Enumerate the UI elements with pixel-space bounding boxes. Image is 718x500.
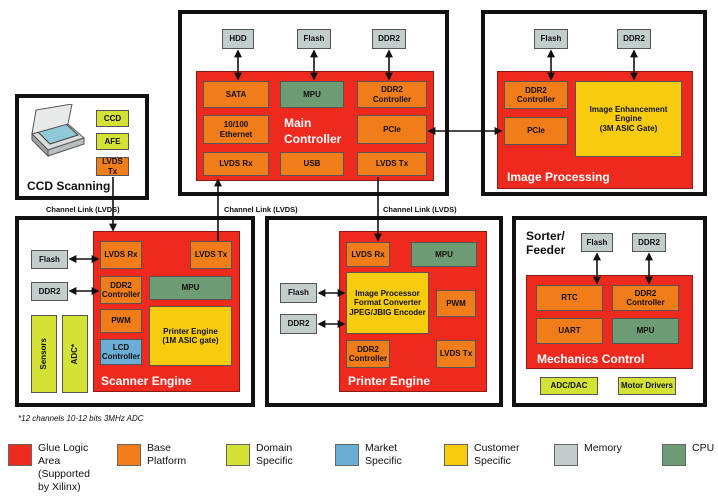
adc-block: ADC* xyxy=(62,315,88,393)
legend-swatch-customer-specific xyxy=(444,444,468,466)
legend-label-domain-specific: Domain Specific xyxy=(256,442,293,468)
lvds-tx-block: LVDS Tx xyxy=(357,152,427,176)
ddr2-memory: DDR2 xyxy=(632,233,666,252)
legend-label-customer-specific: Customer Specific xyxy=(474,442,520,468)
mpu-block: MPU xyxy=(280,81,344,108)
image-processor-block: Image Processor Format Converter JPEG/JB… xyxy=(346,272,429,334)
legend-swatch-market-specific xyxy=(335,444,359,466)
channel-link-label: Channel Link (LVDS) xyxy=(383,205,457,214)
legend-swatch-base-platform xyxy=(117,444,141,466)
flash-memory: Flash xyxy=(280,283,317,303)
hdd-memory: HDD xyxy=(222,29,254,49)
ddr2-controller-block: DDR2 Controller xyxy=(357,81,427,108)
ccd-block: CCD xyxy=(96,110,129,127)
mechanics-control-title: Mechanics Control xyxy=(537,352,645,366)
channel-link-label: Channel Link (LVDS) xyxy=(46,205,120,214)
flash-memory: Flash xyxy=(581,233,613,252)
scanner-engine-title: Scanner Engine xyxy=(101,374,192,388)
pwm-block: PWM xyxy=(436,290,476,317)
main-controller-title: Main Controller xyxy=(284,116,342,146)
ddr2-memory: DDR2 xyxy=(31,282,68,301)
ddr2-memory: DDR2 xyxy=(617,29,651,49)
legend-label-glue-logic: Glue Logic Area (Supported by Xilinx) xyxy=(38,442,90,494)
sorter-feeder-title: Sorter/ Feeder xyxy=(526,229,566,257)
scanner-illustration-icon xyxy=(28,103,88,162)
lvds-tx-block: LVDS Tx xyxy=(190,241,232,269)
lvds-rx-block: LVDS Rx xyxy=(346,242,390,267)
image-enhancement-engine-block: Image Enhancement Engine (3M ASIC Gate) xyxy=(575,81,682,157)
legend: Glue Logic Area (Supported by Xilinx) Ba… xyxy=(0,430,718,500)
footnote: *12 channels 10-12 bits 3MHz ADC xyxy=(18,414,144,423)
legend-swatch-glue-logic xyxy=(8,444,32,466)
ddr2-memory: DDR2 xyxy=(372,29,406,49)
flash-memory: Flash xyxy=(534,29,568,49)
legend-label-memory: Memory xyxy=(584,442,622,454)
afe-block: AFE xyxy=(96,133,129,150)
lvds-rx-block: LVDS Rx xyxy=(100,241,142,269)
usb-block: USB xyxy=(280,152,344,176)
lvds-rx-block: LVDS Rx xyxy=(203,152,269,176)
ccd-scanning-title: CCD Scanning xyxy=(27,179,111,193)
legend-label-cpu: CPU xyxy=(692,442,715,454)
ddr2-controller-block: DDR2 Controller xyxy=(504,81,568,109)
pcie-block: PCIe xyxy=(357,115,427,144)
ddr2-controller-block: DDR2 Controller xyxy=(346,340,390,368)
mpu-block: MPU xyxy=(149,276,232,300)
rtc-block: RTC xyxy=(536,285,603,311)
motor-drivers-block: Motor Drivers xyxy=(618,377,676,395)
flash-memory: Flash xyxy=(297,29,331,49)
lcd-controller-block: LCD Controller xyxy=(100,339,142,365)
mpu-block: MPU xyxy=(411,242,477,267)
legend-label-market-specific: Market Specific xyxy=(365,442,402,468)
sata-block: SATA xyxy=(203,81,269,108)
image-processing-title: Image Processing xyxy=(507,170,610,184)
mpu-block: MPU xyxy=(612,318,679,344)
ddr2-controller-block: DDR2 Controller xyxy=(612,285,679,311)
flash-memory: Flash xyxy=(31,250,68,269)
legend-label-base-platform: Base Platform xyxy=(147,442,187,468)
printer-engine-asic-block: Printer Engine (1M ASIC gate) xyxy=(149,306,232,366)
ddr2-memory: DDR2 xyxy=(280,314,317,334)
pwm-block: PWM xyxy=(100,309,142,333)
ethernet-block: 10/100 Ethernet xyxy=(203,115,269,144)
adc-dac-block: ADC/DAC xyxy=(540,377,598,395)
sensors-block: Sensors xyxy=(31,315,57,393)
legend-swatch-cpu xyxy=(662,444,686,466)
printer-engine-title: Printer Engine xyxy=(348,374,431,388)
lvds-tx-block: LVDS Tx xyxy=(96,157,129,176)
lvds-tx-block: LVDS Tx xyxy=(436,340,476,368)
pcie-block: PCIe xyxy=(504,117,568,145)
legend-swatch-domain-specific xyxy=(226,444,250,466)
legend-swatch-memory xyxy=(554,444,578,466)
channel-link-label: Channel Link (LVDS) xyxy=(224,205,298,214)
uart-block: UART xyxy=(536,318,603,344)
ddr2-controller-block: DDR2 Controller xyxy=(100,276,142,304)
